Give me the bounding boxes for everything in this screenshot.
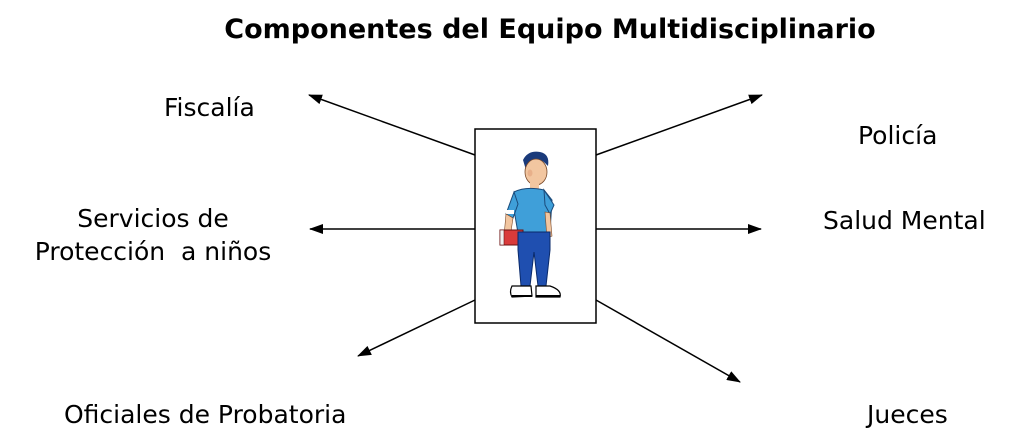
label-fiscalia: Fiscalía [164,93,255,122]
arrow-to-policia [595,94,763,156]
diagram-title: Componentes del Equipo Multidisciplinari… [224,14,876,45]
boy-figure-icon [499,151,561,298]
label-oficiales-probatoria: Oficiales de Probatoria [64,400,347,429]
label-servicios-line1: Servicios de [77,204,229,233]
arrow-to-jueces [595,299,741,383]
label-policia: Policía [858,121,938,150]
label-jueces: Jueces [867,400,948,429]
label-servicios-proteccion: Servicios de Protección a niños [0,202,306,268]
arrow-to-fiscalia [308,94,476,156]
label-servicios-line2: Protección a niños [34,237,272,266]
arrow-to-oficiales [357,299,476,357]
label-salud-mental: Salud Mental [823,206,986,235]
